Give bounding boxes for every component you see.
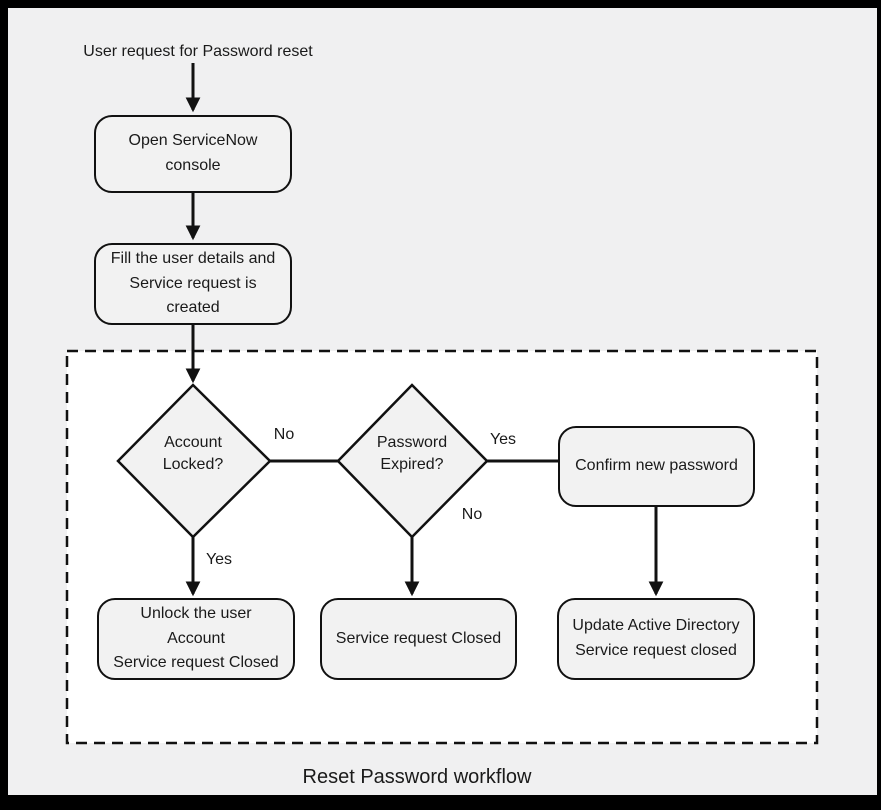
- decision-password-expired-label: Password Expired?: [376, 434, 448, 473]
- node-open-servicenow-console: Open ServiceNow console: [94, 115, 292, 193]
- decision-account-locked: [116, 383, 272, 539]
- edge-label-expired-yes: Yes: [489, 431, 517, 448]
- edge-label-expired-no: No: [461, 506, 483, 523]
- decision-account-locked-label: Account Locked?: [162, 434, 224, 473]
- edge-label-locked-yes: Yes: [205, 551, 233, 568]
- start-label: User request for Password reset: [83, 43, 313, 60]
- node-unlock-user-account: Unlock the user Account Service request …: [97, 598, 295, 680]
- edge-label-locked-no: No: [273, 426, 295, 443]
- workflow-caption: Reset Password workflow: [302, 766, 532, 788]
- node-fill-user-details: Fill the user details and Service reques…: [94, 243, 292, 325]
- decision-password-expired: [336, 383, 489, 539]
- node-service-request-closed: Service request Closed: [320, 598, 517, 680]
- node-update-active-directory: Update Active Directory Service request …: [557, 598, 755, 680]
- node-confirm-new-password: Confirm new password: [558, 426, 755, 507]
